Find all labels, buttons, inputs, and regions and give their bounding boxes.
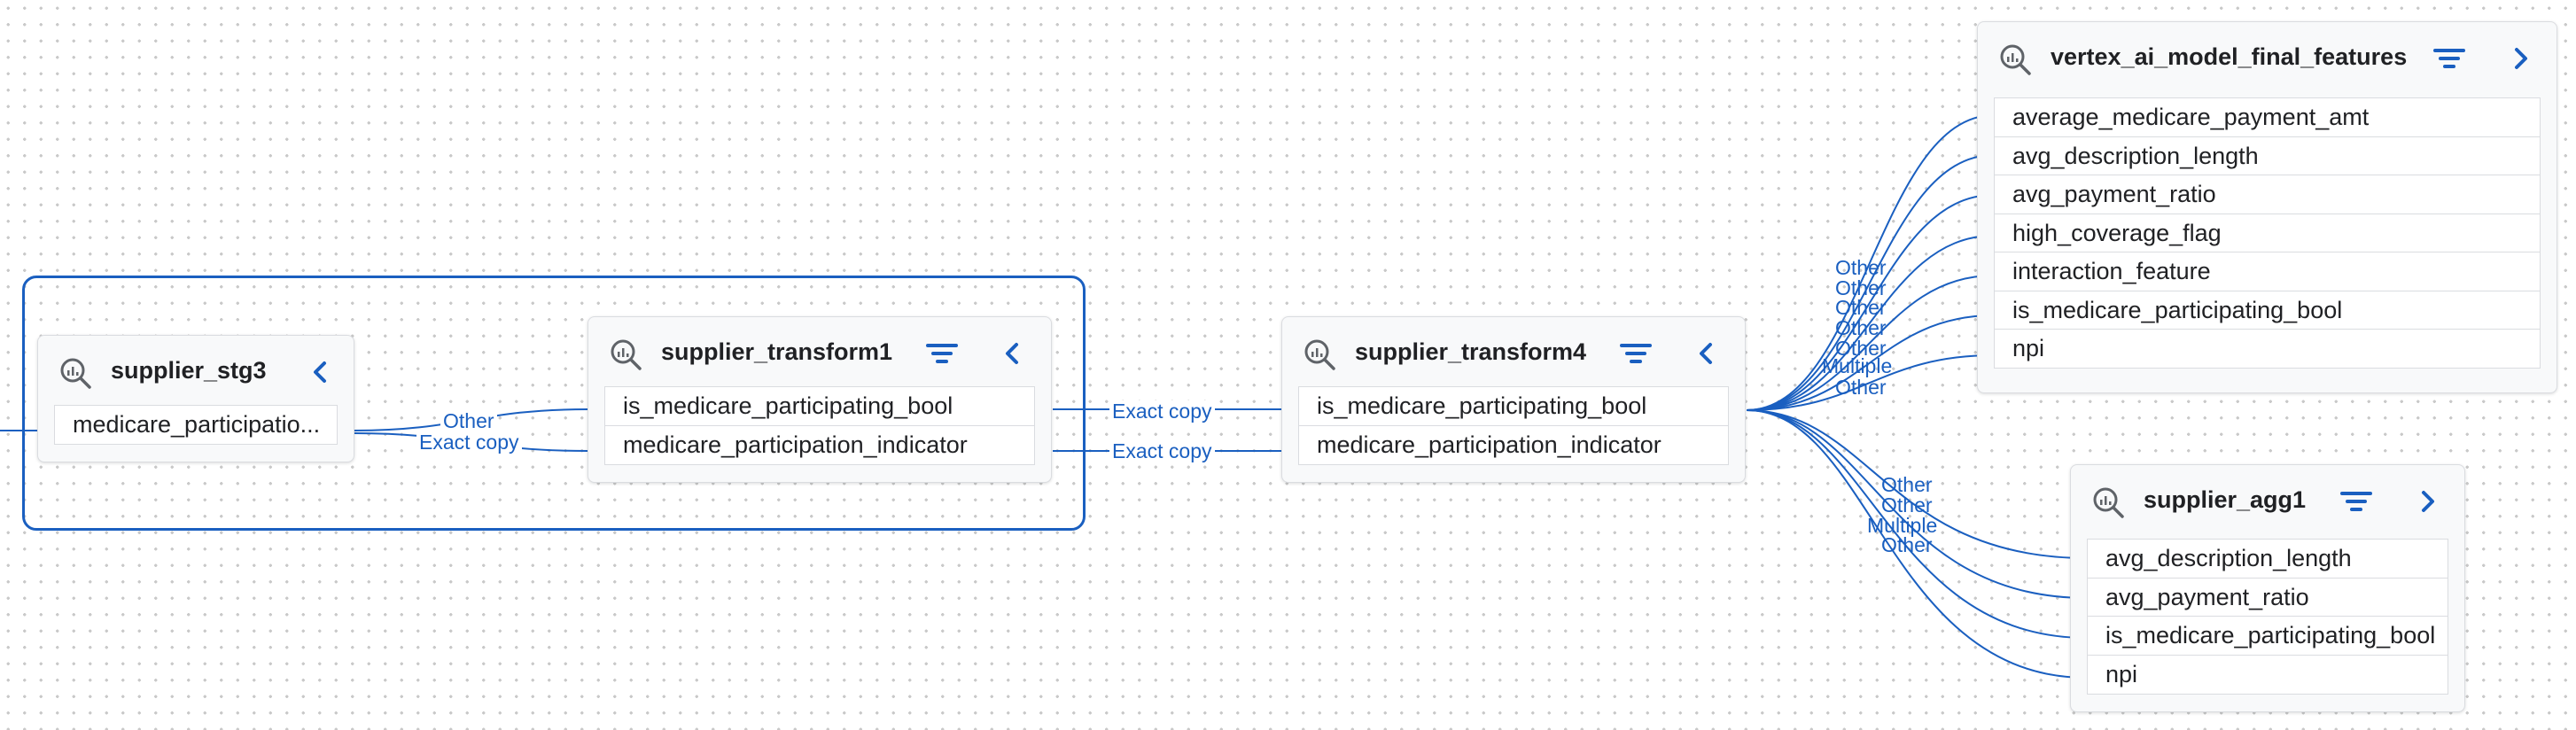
field-list: medicare_participatio...: [54, 405, 338, 445]
field-row[interactable]: is_medicare_participating_bool: [2087, 616, 2448, 656]
node-title: supplier_transform4: [1355, 338, 1587, 365]
lineage-search-icon: [1302, 337, 1337, 372]
filter-icon[interactable]: [1619, 338, 1653, 369]
field-row[interactable]: avg_description_length: [2087, 539, 2448, 579]
edge-label-other[interactable]: Other: [1835, 316, 1887, 339]
edge-label-other[interactable]: Other: [1881, 493, 1933, 516]
field-row[interactable]: is_medicare_participating_bool: [1298, 386, 1729, 426]
field-row[interactable]: medicare_participation_indicator: [604, 424, 1035, 465]
edge-label-exact-copy[interactable]: Exact copy: [416, 431, 522, 453]
field-row[interactable]: is_medicare_participating_bool: [604, 386, 1035, 426]
field-row[interactable]: average_medicare_payment_amt: [1994, 97, 2541, 137]
chevron-right-icon[interactable]: [2503, 43, 2537, 74]
edge-t4-to-vertex-field-3: [1746, 235, 1995, 411]
edge-t4-to-agg-field-2: [1746, 409, 2088, 639]
field-list: avg_description_length avg_payment_ratio…: [2087, 539, 2448, 695]
edge-label-other[interactable]: Other: [1835, 337, 1887, 360]
filter-icon[interactable]: [925, 338, 959, 369]
edge-label-multiple[interactable]: Multiple: [1822, 354, 1893, 377]
edge-label-other[interactable]: Other: [440, 410, 497, 431]
lineage-search-icon: [2090, 485, 2126, 520]
edge-t4-to-vertex-field-0: [1746, 114, 1995, 411]
filter-icon[interactable]: [2339, 486, 2373, 516]
edge-label-exact-copy[interactable]: Exact copy: [1109, 440, 1215, 462]
edge-label-other[interactable]: Other: [1835, 376, 1887, 399]
node-title: vertex_ai_model_final_features: [2051, 43, 2408, 70]
edge-label-other[interactable]: Other: [1881, 473, 1933, 496]
field-row[interactable]: avg_payment_ratio: [1994, 175, 2541, 214]
node-title: supplier_agg1: [2144, 486, 2307, 513]
edge-label-exact-copy[interactable]: Exact copy: [1109, 400, 1215, 422]
chevron-left-icon[interactable]: [304, 357, 338, 387]
node-header: supplier_stg3: [38, 336, 354, 398]
field-row[interactable]: avg_payment_ratio: [2087, 577, 2448, 617]
lineage-search-icon: [1997, 42, 2033, 77]
field-list: is_medicare_participating_bool medicare_…: [1298, 386, 1729, 465]
lineage-search-icon: [608, 337, 643, 372]
edge-label-other[interactable]: Other: [1835, 296, 1887, 319]
chevron-right-icon[interactable]: [2410, 486, 2444, 516]
chevron-left-icon[interactable]: [996, 338, 1030, 369]
edge-t4-to-agg-field-0: [1746, 409, 2088, 559]
field-list: is_medicare_participating_bool medicare_…: [604, 386, 1035, 465]
field-row[interactable]: npi: [1994, 329, 2541, 369]
node-header: supplier_transform1: [588, 317, 1051, 379]
node-supplier-stg3[interactable]: supplier_stg3 medicare_participatio...: [37, 335, 354, 462]
field-row[interactable]: avg_description_length: [1994, 136, 2541, 176]
node-title: supplier_stg3: [111, 357, 267, 384]
node-vertex-ai-model-final-features[interactable]: vertex_ai_model_final_features average_m…: [1977, 21, 2557, 393]
edge-t4-to-vertex-field-5: [1746, 315, 1995, 411]
edge-t4-to-vertex-field-6: [1746, 354, 1995, 411]
field-list: average_medicare_payment_amt avg_descrip…: [1994, 97, 2541, 369]
expanded-group-frame: [22, 276, 1086, 531]
edge-label-other[interactable]: Other: [1881, 533, 1933, 556]
field-row[interactable]: high_coverage_flag: [1994, 213, 2541, 253]
edge-t4-to-agg-field-1: [1746, 409, 2088, 599]
filter-icon[interactable]: [2432, 43, 2466, 74]
node-supplier-agg1[interactable]: supplier_agg1 avg_description_length avg…: [2070, 464, 2465, 712]
node-header: supplier_transform4: [1282, 317, 1745, 379]
field-row[interactable]: interaction_feature: [1994, 252, 2541, 291]
field-row[interactable]: medicare_participation_indicator: [1298, 424, 1729, 465]
field-row[interactable]: npi: [2087, 654, 2448, 695]
field-row[interactable]: medicare_participatio...: [54, 405, 338, 445]
node-supplier-transform4[interactable]: supplier_transform4 is_medicare_particip…: [1281, 316, 1746, 483]
chevron-left-icon[interactable]: [1690, 338, 1724, 369]
lineage-search-icon: [58, 355, 93, 391]
edge-label-other[interactable]: Other: [1835, 256, 1887, 279]
node-header: vertex_ai_model_final_features: [1978, 22, 2557, 84]
node-header: supplier_agg1: [2071, 465, 2464, 527]
edge-t4-to-vertex-field-1: [1746, 154, 1995, 411]
edge-label-multiple[interactable]: Multiple: [1867, 514, 1938, 537]
edge-t4-to-agg-field-3: [1746, 409, 2088, 679]
node-title: supplier_transform1: [661, 338, 893, 365]
edge-t4-to-vertex-field-2: [1746, 194, 1995, 411]
node-supplier-transform1[interactable]: supplier_transform1 is_medicare_particip…: [588, 316, 1052, 483]
edge-t4-to-vertex-field-4: [1746, 275, 1995, 411]
edge-label-other[interactable]: Other: [1835, 276, 1887, 299]
field-row[interactable]: is_medicare_participating_bool: [1994, 290, 2541, 330]
